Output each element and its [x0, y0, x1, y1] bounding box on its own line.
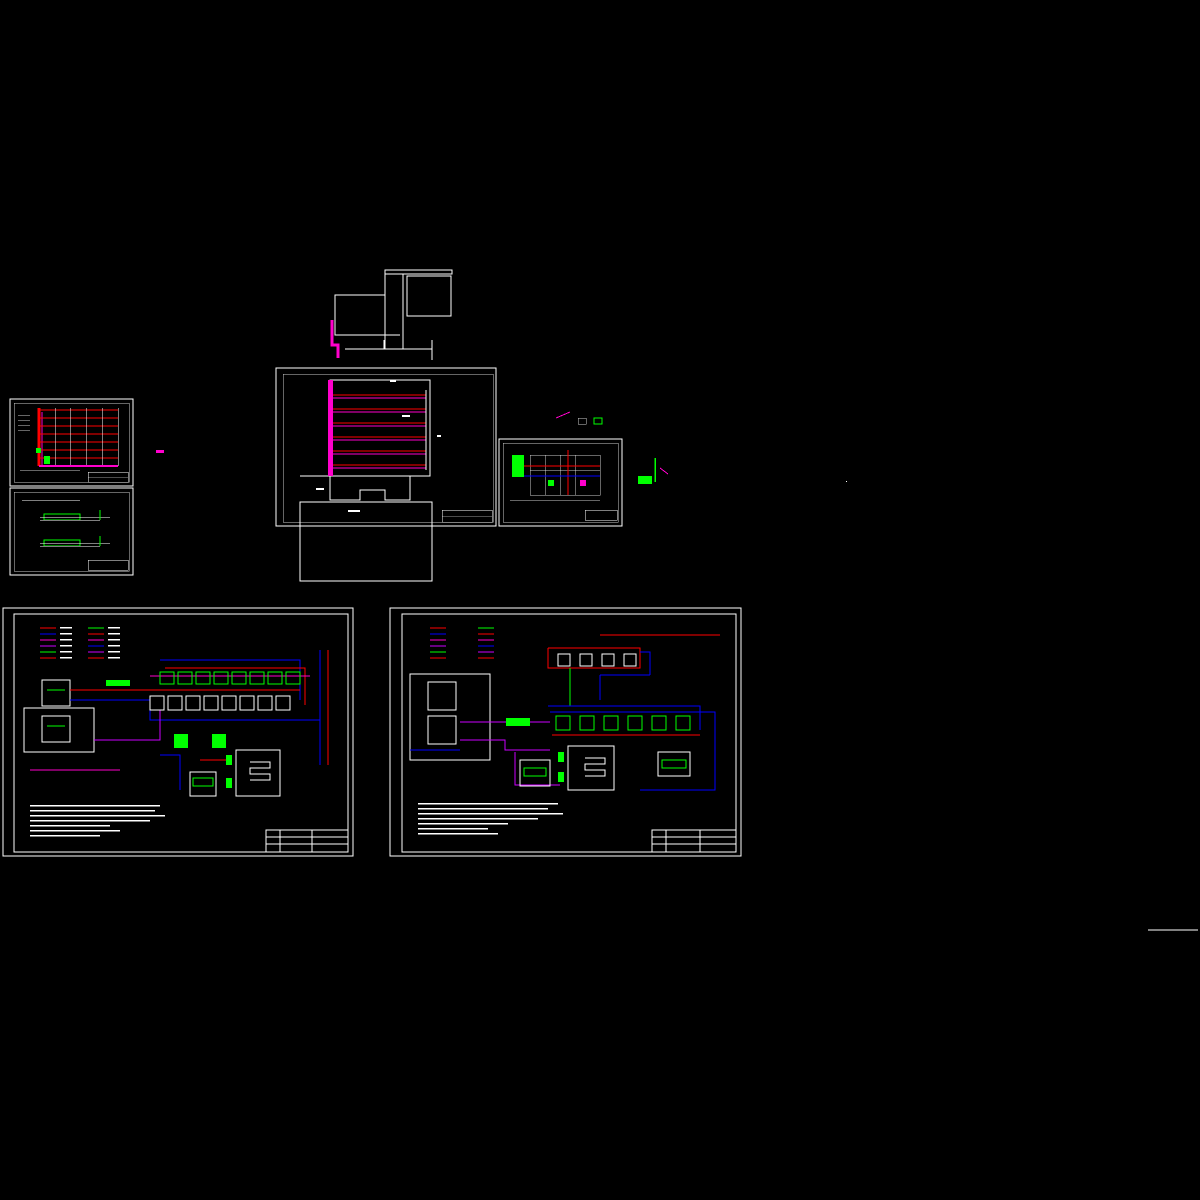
- sheet-plan-detail[interactable]: [498, 411, 623, 527]
- solar-collector-row-upper: [159, 671, 301, 685]
- sheet-system-right[interactable]: [389, 607, 742, 857]
- detail-callout: [555, 411, 603, 425]
- solar-collector-row-lower: [149, 695, 291, 711]
- stray-line-right: [846, 481, 1198, 931]
- notes-right: [418, 803, 563, 835]
- title-block-right: [651, 829, 737, 853]
- sheet-section-small[interactable]: [9, 487, 134, 576]
- equipment-detail-symbol: [638, 458, 669, 484]
- legend-right: [430, 627, 494, 659]
- title-block-left: [265, 829, 349, 853]
- sheet-building-riser[interactable]: [275, 269, 497, 582]
- legend-left: [40, 627, 120, 659]
- notes-left: [30, 805, 165, 837]
- sheet-system-left[interactable]: [2, 607, 354, 857]
- stray-mark-small: [156, 450, 164, 453]
- sheet-riser-small[interactable]: [9, 398, 134, 487]
